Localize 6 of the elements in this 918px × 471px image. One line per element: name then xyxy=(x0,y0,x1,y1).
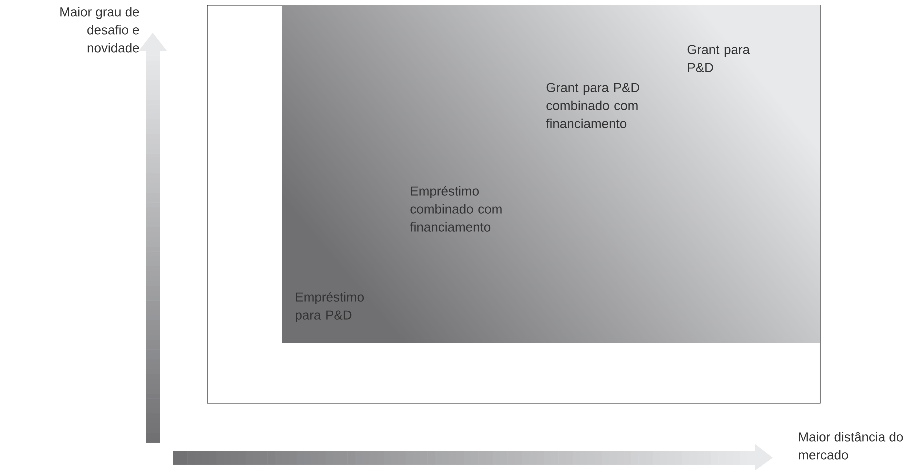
axis-label: Maior distância do mercado xyxy=(799,432,904,460)
panel-text: Grant para P&D combinado com financiamento xyxy=(546,83,640,128)
panel-text: Empréstimo combinado com financiamento xyxy=(410,186,502,232)
panel-text: Empréstimo para P&D xyxy=(296,292,364,322)
axis-label: Maior grau de desafio e novidade xyxy=(60,7,140,53)
panel-text: Grant para P&D xyxy=(688,45,750,72)
